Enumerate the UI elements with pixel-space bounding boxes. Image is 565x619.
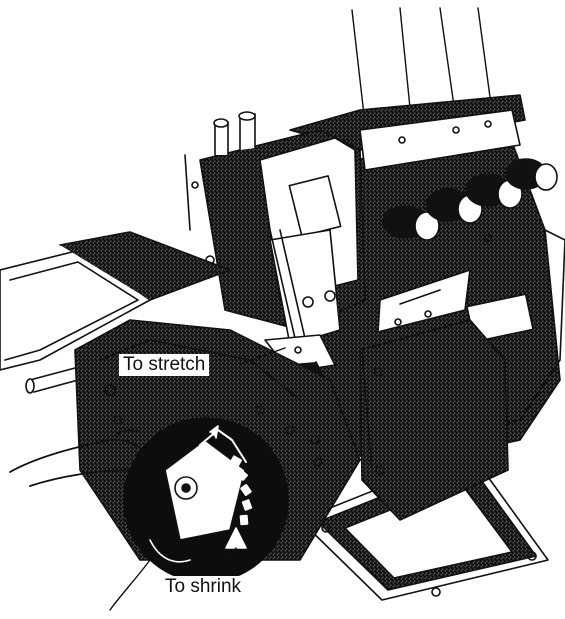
- label-to-stretch: To stretch: [119, 354, 210, 376]
- needle-head: [184, 111, 366, 361]
- base-pan: [299, 451, 549, 601]
- label-to-shrink: To shrink: [161, 576, 246, 598]
- thread-guide-plate: [377, 269, 471, 333]
- callout-leaders: [109, 347, 286, 611]
- work-table: [0, 231, 231, 371]
- side-cover: [359, 319, 509, 521]
- thread-cones: [382, 158, 558, 241]
- differential-dial: [123, 417, 289, 583]
